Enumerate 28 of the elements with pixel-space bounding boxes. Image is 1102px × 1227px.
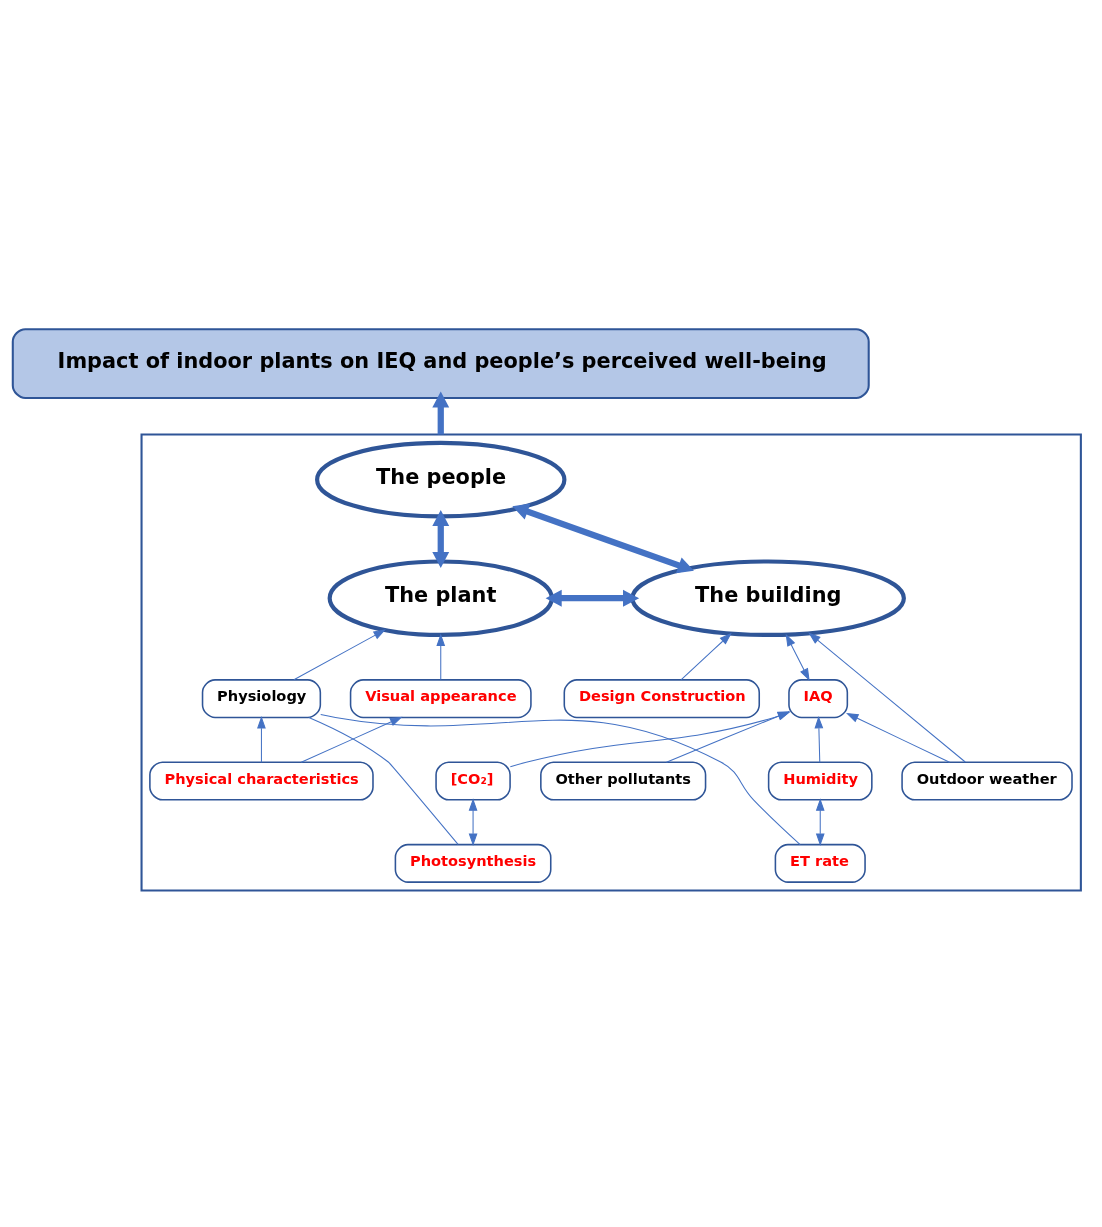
cluster bbox=[140, 432, 1082, 892]
node-box: Photosynthesis bbox=[394, 843, 552, 883]
arrow bbox=[680, 632, 732, 680]
node-box: Outdoor weather bbox=[901, 761, 1073, 801]
arrow bbox=[432, 509, 450, 568]
node-box: IAQ bbox=[788, 678, 849, 718]
arrow bbox=[785, 633, 810, 681]
connector bbox=[308, 716, 459, 845]
node-box: Physiology bbox=[201, 678, 322, 718]
node-box: Visual appearance bbox=[349, 678, 532, 718]
arrow bbox=[512, 503, 694, 573]
arrow bbox=[545, 589, 640, 607]
arrow bbox=[300, 716, 403, 763]
arrow bbox=[846, 712, 951, 763]
node-box: Other pollutants bbox=[540, 761, 707, 801]
node-box: [CO₂] bbox=[435, 761, 511, 801]
node-box: Impact of indoor plants on IEQ and people’s perceived well-being bbox=[11, 327, 870, 399]
node-box: Humidity bbox=[767, 761, 873, 801]
arrow bbox=[815, 797, 825, 846]
arrow bbox=[814, 715, 824, 763]
arrow bbox=[808, 631, 966, 762]
arrow bbox=[293, 628, 386, 680]
node-box: ET rate bbox=[774, 843, 866, 883]
arrow bbox=[436, 633, 446, 680]
node-box: Design Construction bbox=[563, 678, 761, 718]
arrow bbox=[257, 715, 266, 763]
arrow bbox=[468, 797, 478, 846]
node-box: Physical characteristics bbox=[149, 761, 374, 801]
